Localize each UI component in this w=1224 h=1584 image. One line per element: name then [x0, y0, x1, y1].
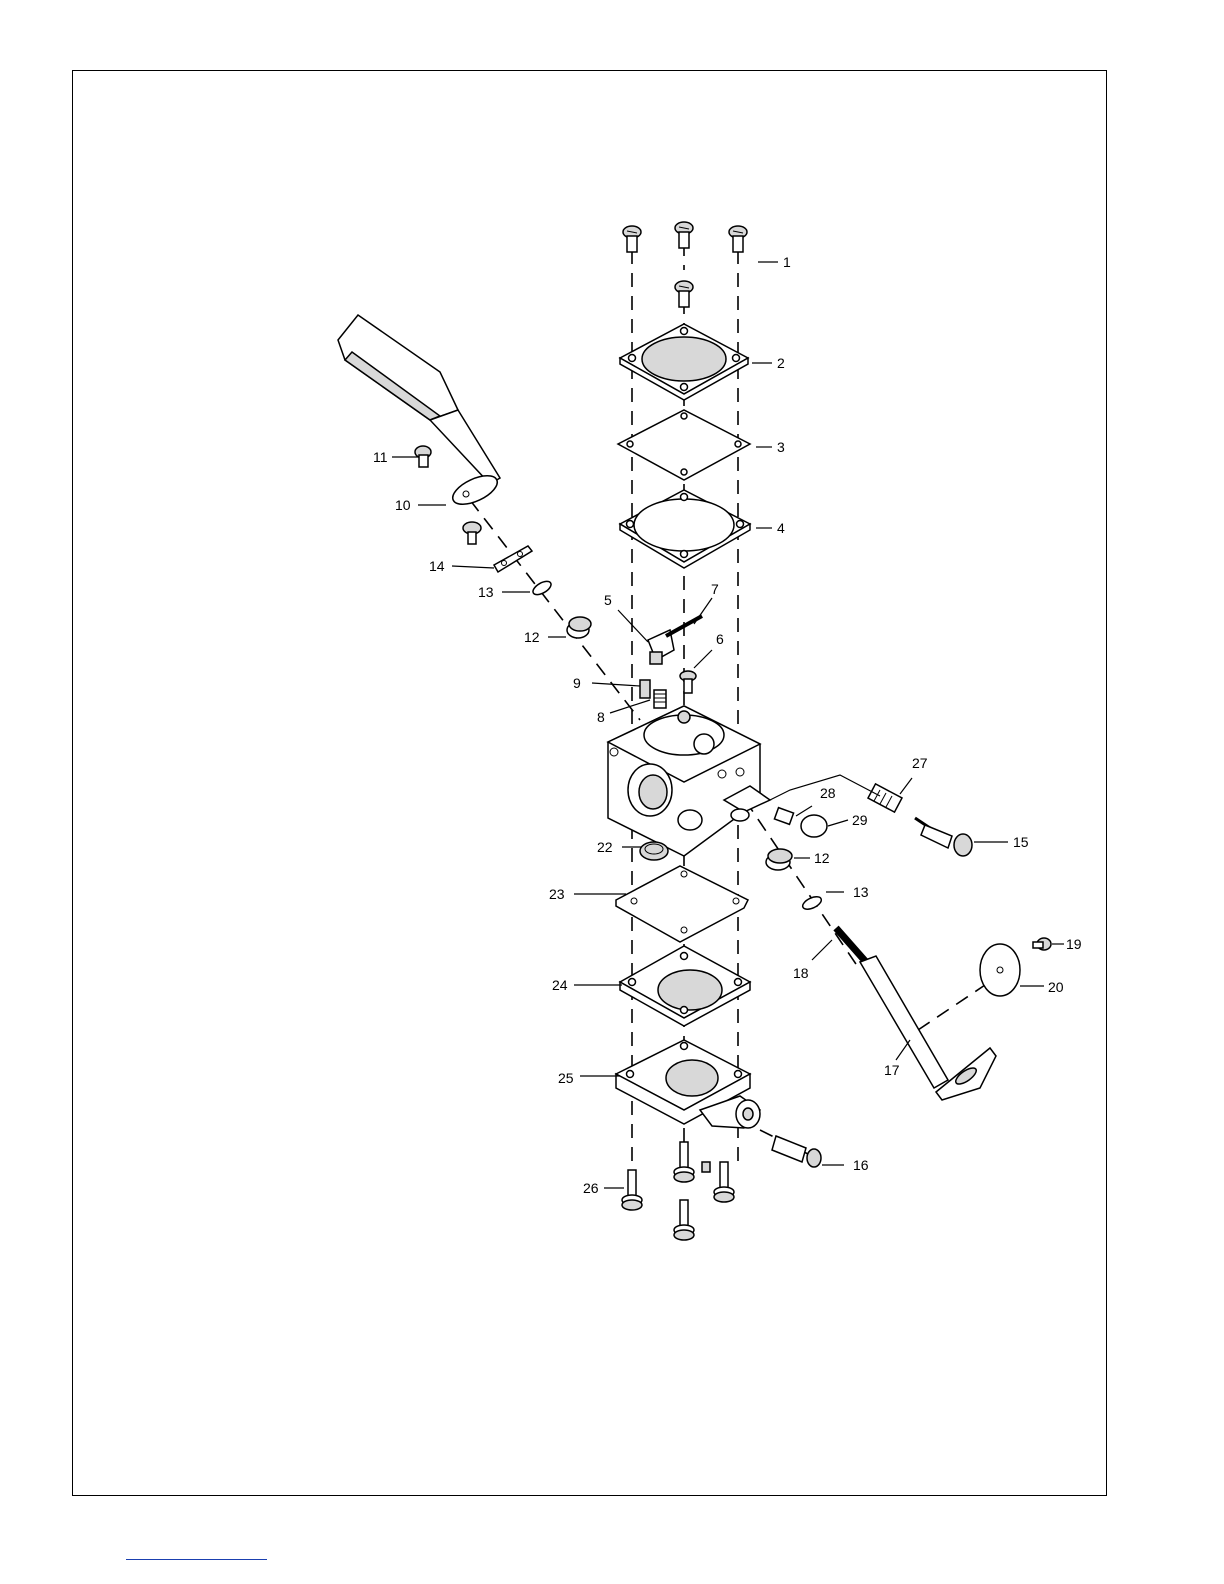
spring-part-27: [868, 784, 902, 812]
callout-25: 25: [558, 1070, 574, 1086]
leader-lines: [392, 262, 1064, 1188]
screen-part-22: [640, 842, 668, 860]
callout-24: 24: [552, 977, 568, 993]
callout-23: 23: [549, 886, 565, 902]
pump-cover-part-2: [620, 324, 748, 400]
needle-part-16: [772, 1136, 821, 1167]
cover-part-25: [616, 1040, 760, 1128]
callout-2: 2: [777, 355, 785, 371]
callout-5: 5: [604, 592, 612, 608]
callout-16: 16: [853, 1157, 869, 1173]
screw-part-19: [1033, 938, 1051, 950]
callout-6: 6: [716, 631, 724, 647]
throttle-shaft-part-17: [860, 956, 996, 1100]
callout-19: 19: [1066, 936, 1082, 952]
callout-13b: 13: [853, 884, 869, 900]
bushing-part-12a: [567, 617, 591, 638]
callout-12a: 12: [524, 629, 540, 645]
throttle-plate-part-20: [980, 944, 1020, 996]
cap-part-29: [801, 815, 827, 837]
callout-10: 10: [395, 497, 411, 513]
gasket-part-23: [616, 866, 748, 942]
callout-3: 3: [777, 439, 785, 455]
callout-14: 14: [429, 558, 445, 574]
callout-17: 17: [884, 1062, 900, 1078]
callout-29: 29: [852, 812, 868, 828]
callout-13a: 13: [478, 584, 494, 600]
footer-rule: [126, 1559, 267, 1560]
inlet-needle-part-9: [640, 680, 650, 698]
gasket-part-4: [620, 490, 750, 568]
callout-15: 15: [1013, 834, 1029, 850]
screw-near-part-14: [463, 522, 481, 544]
callout-1: 1: [783, 254, 791, 270]
callout-26: 26: [583, 1180, 599, 1196]
callout-22: 22: [597, 839, 613, 855]
washer-part-13a: [531, 579, 553, 598]
callout-28: 28: [820, 785, 836, 801]
callout-labels: 1 2 3 4 5 6 7 8 9 10 11 12 12 13 13 14 1…: [373, 254, 1082, 1196]
lever-part-10: [338, 315, 501, 510]
plate-part-14: [494, 546, 532, 572]
plate-part-24: [620, 946, 750, 1026]
washer-part-13b: [801, 894, 823, 912]
spring-part-8: [654, 690, 666, 708]
fitting-part-28: [774, 808, 793, 825]
callout-11: 11: [373, 449, 388, 465]
callout-27: 27: [912, 755, 928, 771]
screw-part-1: [623, 222, 747, 307]
callout-20: 20: [1048, 979, 1064, 995]
screw-part-15: [915, 818, 972, 856]
bushing-part-12b: [766, 849, 792, 870]
screw-part-6: [680, 671, 696, 693]
callout-12b: 12: [814, 850, 830, 866]
callout-4: 4: [777, 520, 785, 536]
diaphragm-part-3: [618, 410, 750, 480]
screw-part-26: [622, 1142, 734, 1240]
callout-9: 9: [573, 675, 581, 691]
callout-7: 7: [711, 581, 719, 597]
callout-8: 8: [597, 709, 605, 725]
callout-18: 18: [793, 965, 809, 981]
